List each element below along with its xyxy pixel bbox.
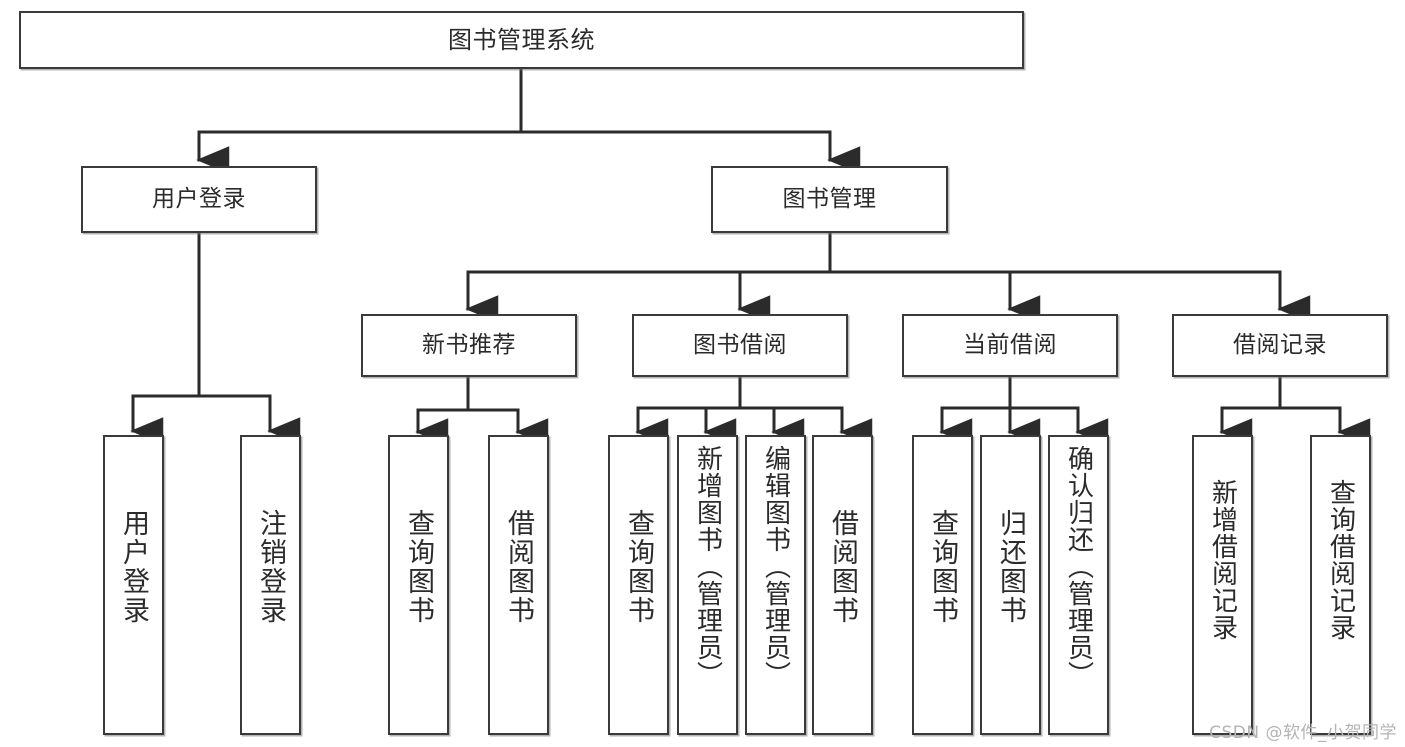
leaf-user-login-signout[interactable]: 注销登录: [240, 435, 301, 735]
node-user-login[interactable]: 用户登录: [81, 166, 317, 233]
node-label: 确认归还（管理员）: [1063, 445, 1094, 688]
leaf-borrow-add-book-admin[interactable]: 新增图书（管理员）: [677, 435, 738, 735]
node-label: 编辑图书（管理员）: [760, 445, 791, 688]
node-label: 用户登录: [152, 185, 246, 212]
leaf-borrow-edit-book-admin[interactable]: 编辑图书（管理员）: [745, 435, 806, 735]
node-label: 图书管理系统: [448, 25, 595, 54]
node-label: 新增借阅记录: [1207, 479, 1238, 641]
leaf-borrow-query-book[interactable]: 查询图书: [608, 435, 669, 735]
leaf-current-return-book[interactable]: 归还图书: [980, 435, 1041, 735]
node-current-borrow[interactable]: 当前借阅: [902, 314, 1118, 377]
node-book-borrow[interactable]: 图书借阅: [632, 314, 848, 377]
node-label: 注销登录: [255, 509, 286, 625]
node-label: 借阅图书: [827, 509, 858, 625]
csdn-watermark: CSDN @软件_小贺同学: [1209, 723, 1397, 743]
node-label: 图书借阅: [693, 331, 787, 358]
node-root-system[interactable]: 图书管理系统: [19, 11, 1024, 69]
node-label: 查询图书: [623, 509, 654, 625]
node-label: 借阅记录: [1233, 331, 1327, 358]
node-label: 借阅图书: [503, 509, 534, 625]
leaf-borrow-borrow-book[interactable]: 借阅图书: [812, 435, 873, 735]
node-borrow-records[interactable]: 借阅记录: [1172, 314, 1388, 377]
leaf-current-query-book[interactable]: 查询图书: [912, 435, 973, 735]
node-label: 新增图书（管理员）: [692, 445, 723, 688]
leaf-new-book-query[interactable]: 查询图书: [388, 435, 449, 735]
node-label: 用户登录: [118, 509, 149, 625]
leaf-records-query-record[interactable]: 查询借阅记录: [1310, 435, 1371, 735]
leaf-user-login-signin[interactable]: 用户登录: [103, 435, 164, 735]
node-new-book-recommend[interactable]: 新书推荐: [361, 314, 577, 377]
node-label: 当前借阅: [963, 331, 1057, 358]
leaf-new-book-borrow[interactable]: 借阅图书: [488, 435, 549, 735]
node-label: 查询图书: [403, 509, 434, 625]
node-label: 查询图书: [927, 509, 958, 625]
node-label: 归还图书: [995, 509, 1026, 625]
node-label: 图书管理: [782, 185, 877, 212]
node-book-management[interactable]: 图书管理: [711, 166, 948, 233]
node-label: 查询借阅记录: [1325, 479, 1356, 641]
leaf-current-confirm-return-admin[interactable]: 确认归还（管理员）: [1048, 435, 1109, 735]
leaf-records-add-record[interactable]: 新增借阅记录: [1192, 435, 1253, 735]
node-label: 新书推荐: [422, 331, 516, 358]
